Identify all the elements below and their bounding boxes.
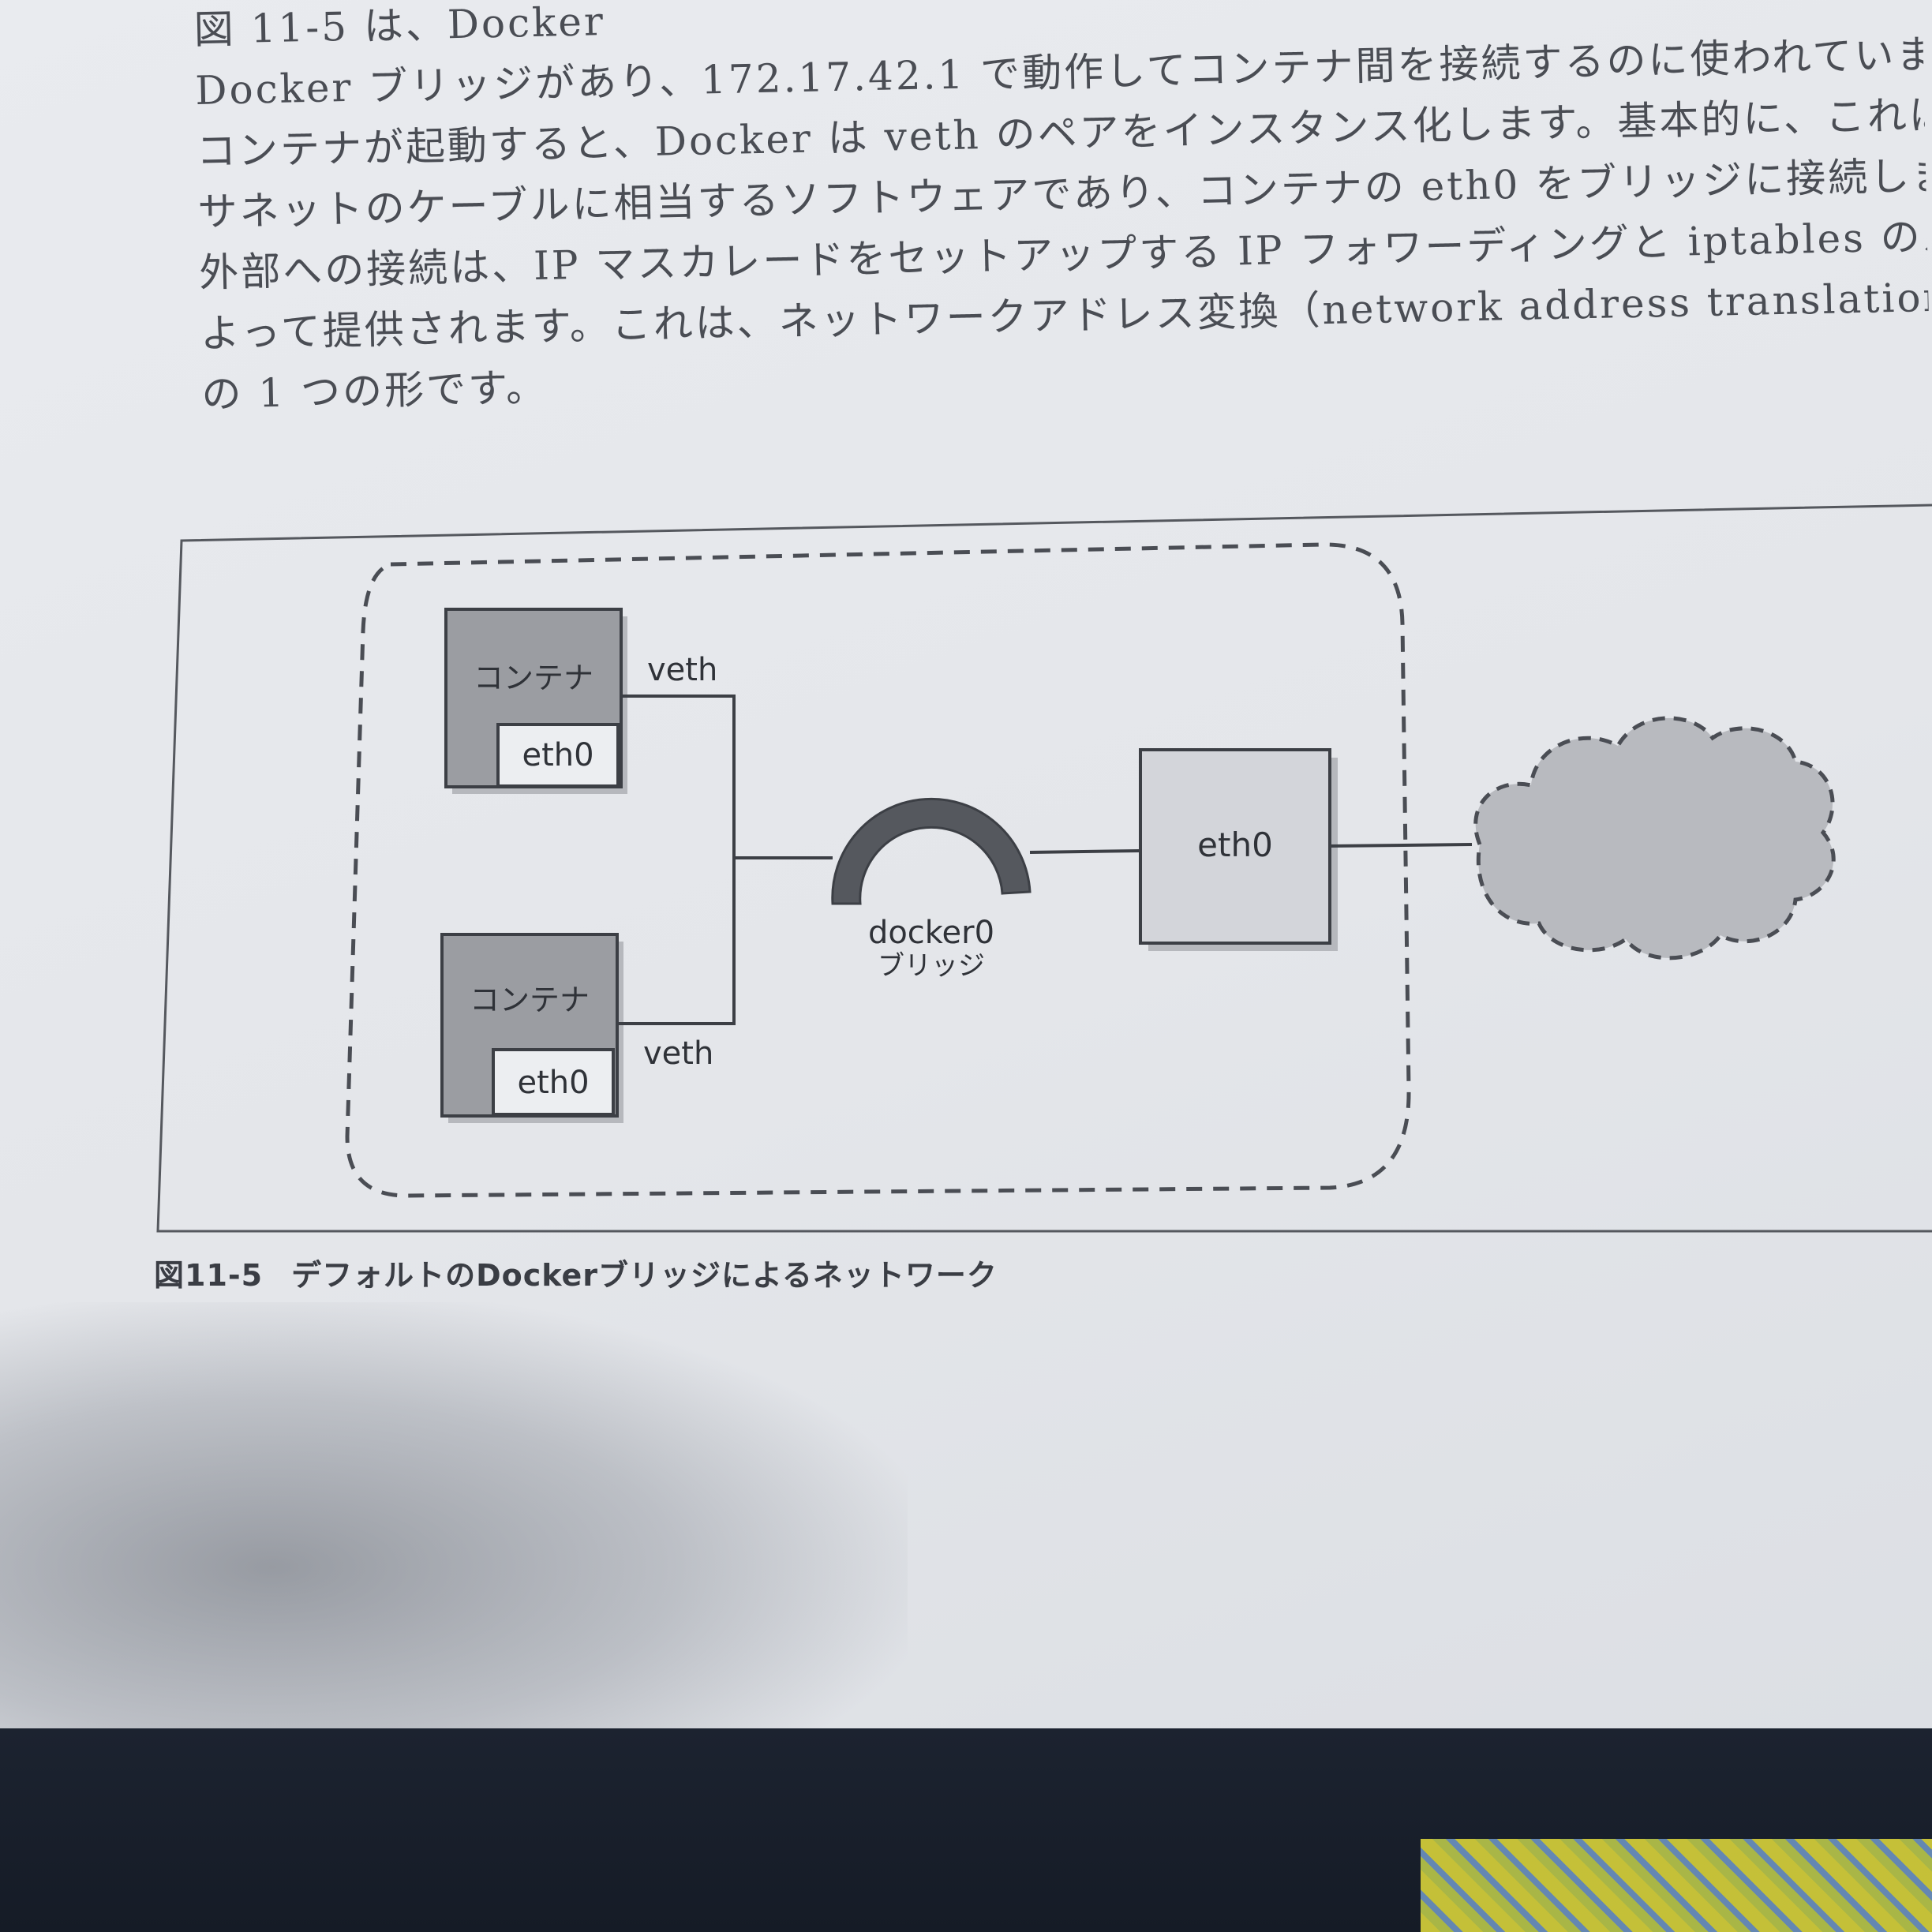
veth-link-bottom	[617, 858, 736, 1025]
veth-label-bottom: veth	[643, 1035, 713, 1072]
book-page: 図 11-5 は、Docker Docker ブリッジがあり、172.17.42…	[0, 0, 1932, 1744]
figure-caption: 図11-5 デフォルトのDockerブリッジによるネットワーク	[154, 1251, 998, 1294]
figure-frame	[156, 504, 1932, 1233]
host-boundary	[345, 542, 1411, 1198]
veth-link-top	[621, 695, 833, 859]
internet-cloud	[1473, 716, 1836, 960]
host-eth-label: eth0	[1197, 826, 1273, 864]
hand-shadow	[0, 1302, 908, 1744]
eth-label: eth0	[517, 1065, 589, 1101]
host-eth-box	[1139, 748, 1331, 945]
bridge-name: docker0	[868, 915, 994, 951]
figure-number: 図11-5	[154, 1258, 264, 1293]
network-diagram: コンテナ eth0 コンテナ eth0 veth veth docker0 ブリ…	[156, 504, 1932, 1233]
container-label: コンテナ	[474, 661, 593, 695]
container-top: コンテナ eth0	[444, 608, 627, 794]
container-label: コンテナ	[470, 983, 590, 1017]
fabric-background	[1421, 1839, 1932, 1932]
container-bottom: コンテナ eth0	[440, 933, 623, 1123]
bridge-sub-label: ブリッジ	[878, 950, 985, 982]
eth-box	[492, 1048, 615, 1116]
bridge-arch	[831, 797, 1032, 905]
host-cloud-link	[1329, 843, 1473, 848]
veth-label-top: veth	[647, 652, 717, 688]
bridge-host-link	[1029, 849, 1141, 854]
caption-text: デフォルトのDockerブリッジによるネットワーク	[291, 1258, 998, 1293]
eth-box	[496, 723, 620, 788]
eth-label: eth0	[522, 737, 593, 773]
body-paragraph: 図 11-5 は、Docker Docker ブリッジがあり、172.17.42…	[193, 0, 1930, 425]
